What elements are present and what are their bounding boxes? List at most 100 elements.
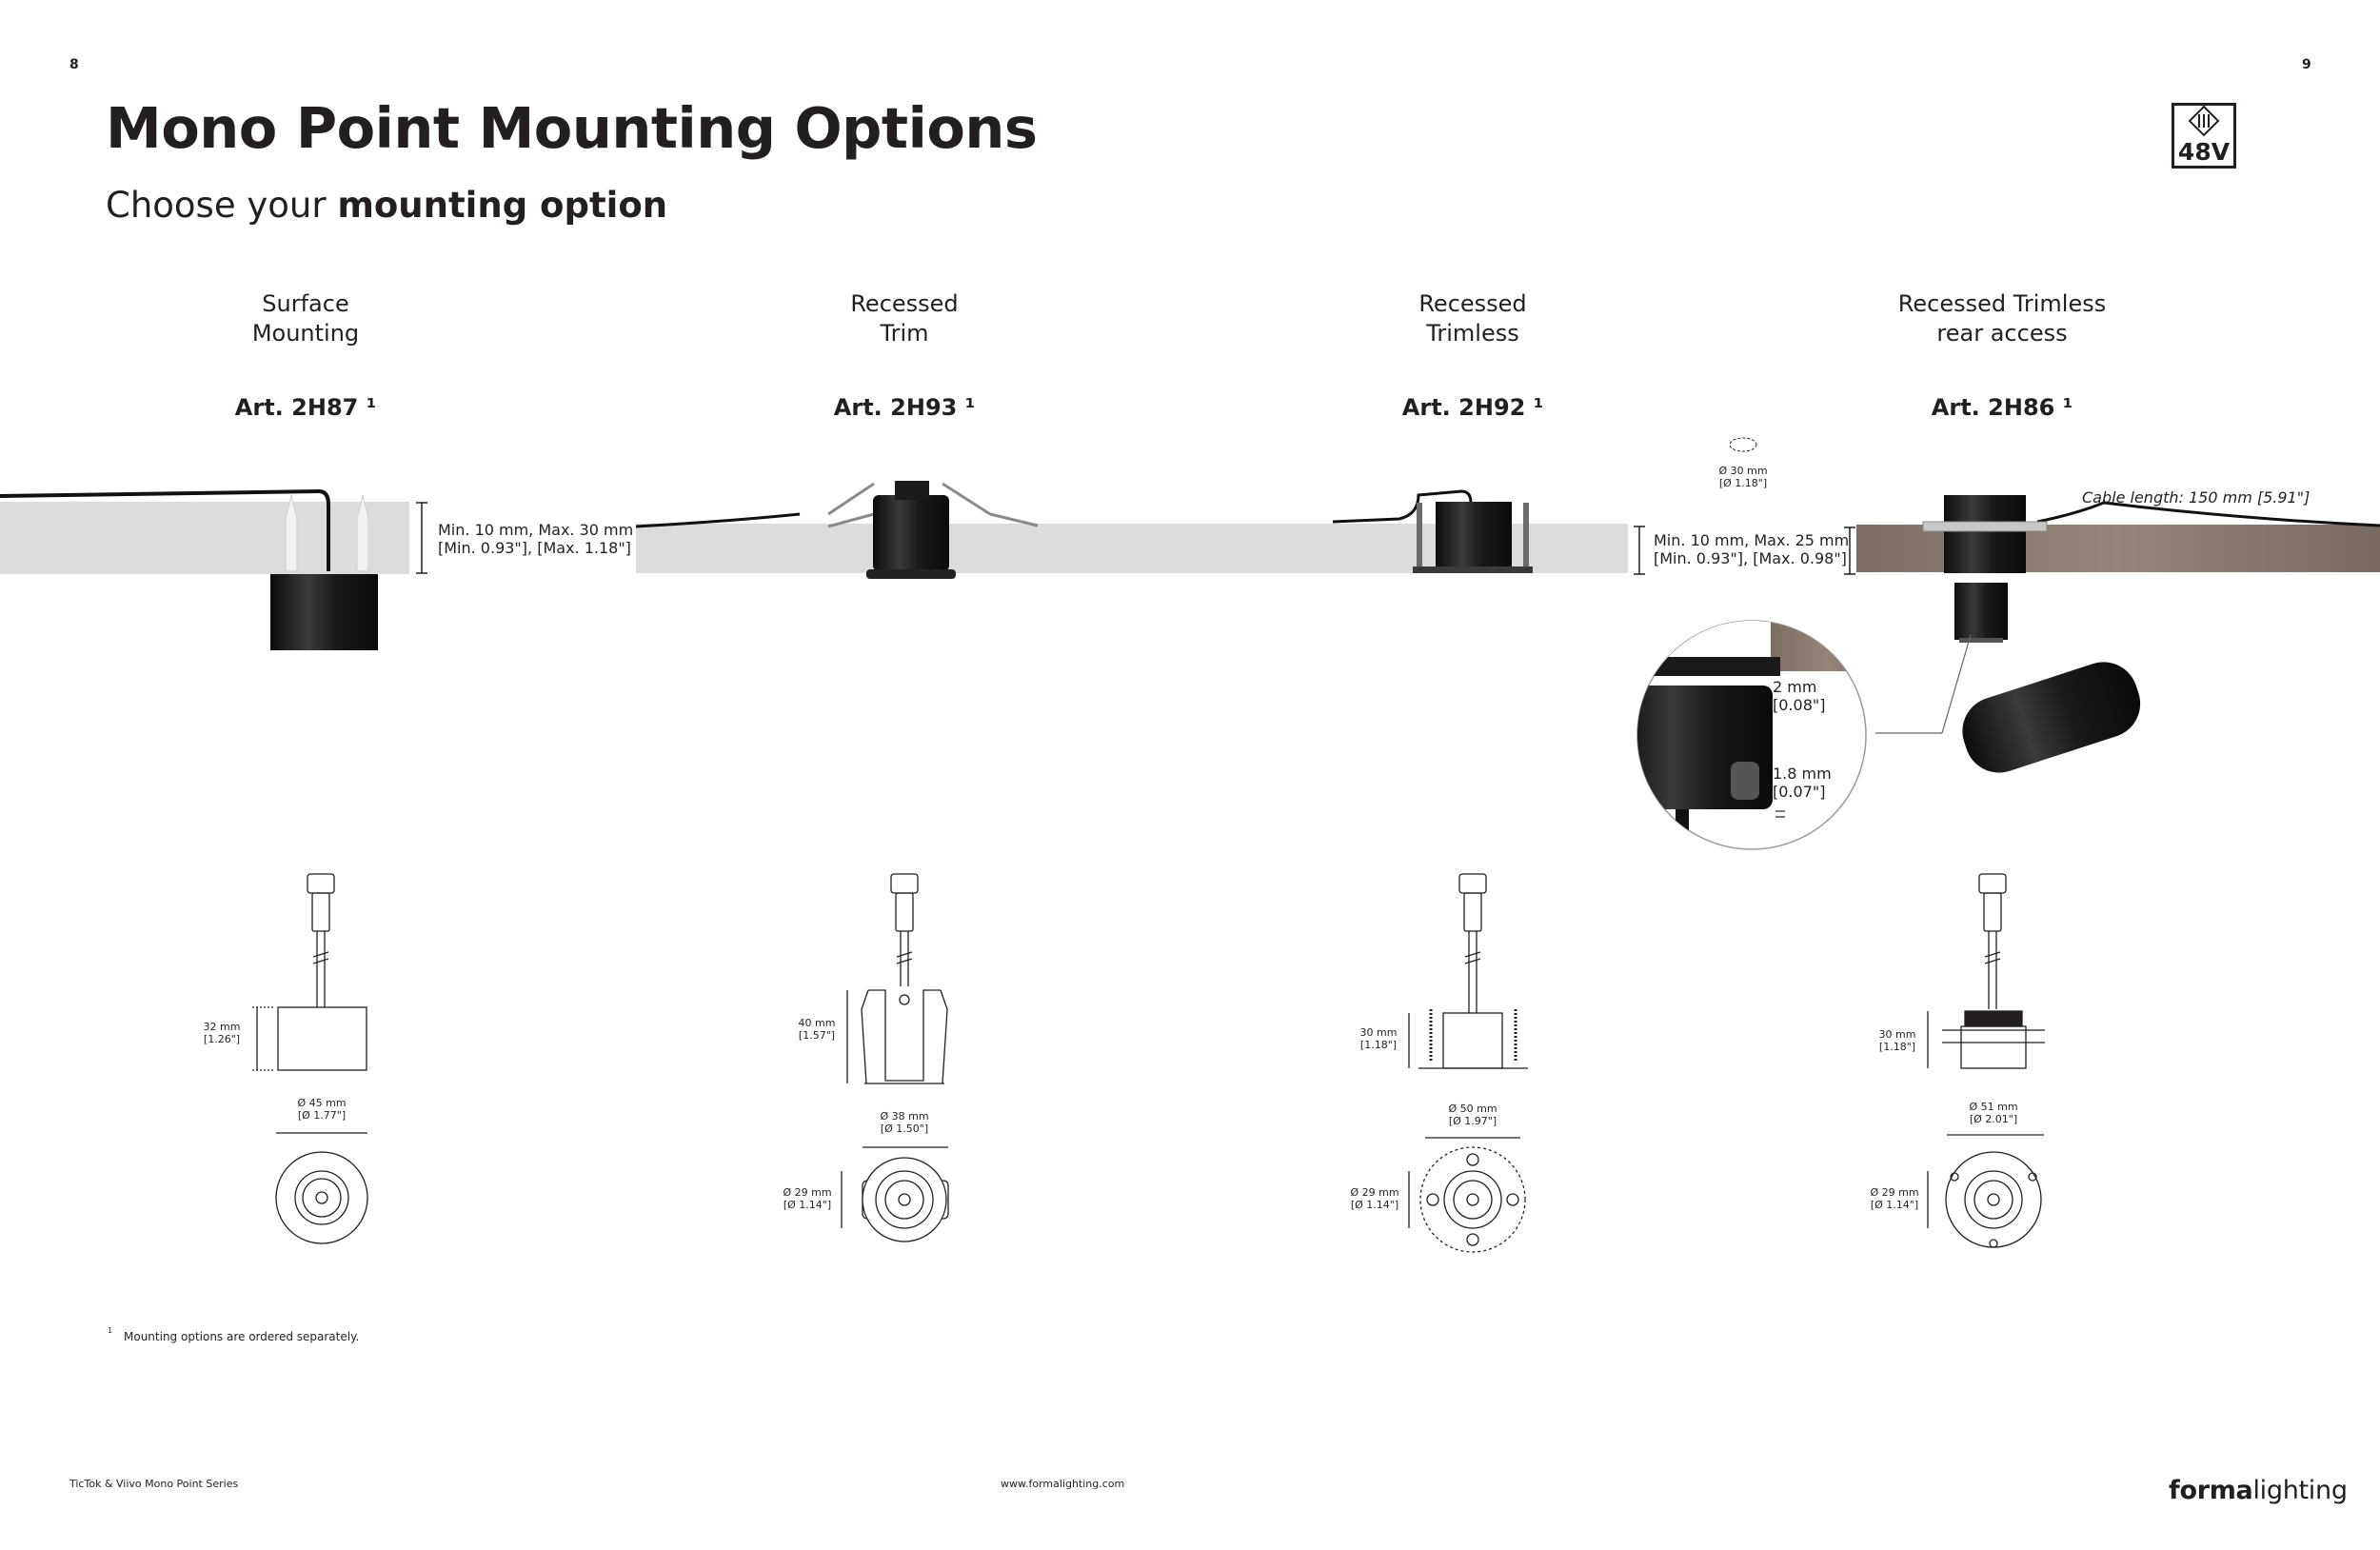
trim-ring — [866, 569, 956, 579]
fixture-body — [1436, 502, 1512, 568]
subtitle-plain: Choose your — [106, 185, 338, 226]
heading-line: Recessed — [850, 290, 959, 317]
spotlight-head — [1962, 662, 2141, 773]
badge-label: 48V — [2177, 138, 2231, 166]
diameter-dim: Ø 45 mm [Ø 1.77"] — [284, 1097, 360, 1122]
class-iii-icon — [2188, 105, 2220, 137]
dim-line: [Min. 0.93"], [Max. 1.18"] — [438, 539, 631, 557]
height-dim: 32 mm [1.26"] — [198, 1021, 246, 1045]
detail-dim-b: 1.8 mm [0.07"] — [1773, 765, 1832, 801]
dim-in: [Ø 1.18"] — [1718, 477, 1768, 489]
connector-drawing — [307, 873, 335, 1007]
fixture-body — [270, 574, 378, 650]
thickness-label: Min. 10 mm, Max. 30 mm [Min. 0.93"], [Ma… — [438, 521, 633, 557]
article-number: Art. 2H92 ¹ — [1401, 394, 1544, 421]
diameter-dim: Ø 50 mm [Ø 1.97"] — [1435, 1103, 1511, 1127]
technical-side-views — [252, 873, 2045, 1084]
dim-in: [1.18"] — [1359, 1039, 1398, 1051]
dim-mm: Ø 29 mm — [1350, 1186, 1399, 1199]
dim-in: [1.18"] — [1878, 1041, 1916, 1053]
dim-in: [Ø 2.01"] — [1969, 1113, 2018, 1125]
dim-in: [0.07"] — [1773, 783, 1826, 801]
page-subtitle: Choose your mounting option — [106, 185, 667, 226]
fixture-body — [873, 495, 949, 571]
surface-housing — [277, 1006, 367, 1071]
inner-diameter-dim: Ø 29 mm [Ø 1.14"] — [1866, 1186, 1923, 1211]
option-heading-rear-access: Recessed Trimless rear access — [1802, 289, 2202, 348]
dim-in: [1.57"] — [798, 1029, 836, 1042]
wood-panel — [1856, 525, 2380, 572]
heading-line: Recessed — [1418, 290, 1527, 317]
dim-mm: Ø 50 mm — [1448, 1103, 1497, 1115]
heading-line: Trimless — [1426, 320, 1519, 347]
voltage-badge: 48V — [2172, 103, 2236, 169]
surface-mounting-illustration — [0, 488, 427, 650]
connector-drawing — [890, 873, 919, 986]
logo-bold: forma — [2169, 1476, 2253, 1505]
technical-front-views — [275, 1132, 2044, 1253]
cable — [1332, 489, 1473, 524]
dim-line: Min. 10 mm, Max. 25 mm — [1654, 531, 1850, 549]
page-number-left: 8 — [69, 57, 79, 72]
spring-clip — [827, 482, 1039, 527]
recessed-trimless-illustration — [1045, 437, 1757, 575]
thickness-label: Min. 10 mm, Max. 25 mm [Min. 0.93"], [Ma… — [1654, 531, 1849, 567]
article-number: Art. 2H87 ¹ — [234, 394, 377, 421]
article-number: Art. 2H93 ¹ — [833, 394, 976, 421]
heading-line: Trim — [880, 320, 929, 347]
dim-in: [0.08"] — [1773, 696, 1826, 714]
diameter-dim: Ø 38 mm [Ø 1.50"] — [866, 1110, 942, 1135]
website-link[interactable]: www.formalighting.com — [1001, 1478, 1125, 1490]
cable — [0, 488, 330, 571]
forma-logo: formalighting — [2169, 1476, 2348, 1505]
detail-dim-a: 2 mm [0.08"] — [1773, 678, 1825, 714]
footer-series: TicTok & Viivo Mono Point Series — [69, 1478, 239, 1490]
heading-line: Mounting — [251, 320, 360, 347]
option-heading-recessed-trimless: Recessed Trimless — [1273, 289, 1673, 348]
dim-mm: 30 mm — [1878, 1028, 1916, 1041]
dim-in: [Ø 1.14"] — [1350, 1199, 1399, 1211]
dim-mm: Ø 29 mm — [1870, 1186, 1919, 1199]
cutout-icon — [1729, 437, 1757, 452]
cable — [2036, 501, 2380, 527]
cable — [635, 512, 801, 528]
height-dim: 40 mm [1.57"] — [792, 1017, 842, 1042]
height-dim: 30 mm [1.18"] — [1354, 1026, 1403, 1051]
connector-drawing — [1978, 873, 2007, 1009]
dim-mm: Ø 29 mm — [783, 1186, 832, 1199]
cutout-dim: Ø 30 mm [Ø 1.18"] — [1710, 465, 1776, 489]
recessed-trim-illustration — [635, 481, 1045, 579]
heading-line: Surface — [262, 290, 349, 317]
dim-mm: 32 mm — [203, 1021, 241, 1033]
diameter-dim: Ø 51 mm [Ø 2.01"] — [1955, 1101, 2032, 1125]
page-title: Mono Point Mounting Options — [106, 95, 1038, 161]
trimless-front — [1419, 1146, 1526, 1253]
height-dim: 30 mm [1.18"] — [1873, 1028, 1922, 1053]
inner-diameter-dim: Ø 29 mm [Ø 1.14"] — [779, 1186, 836, 1211]
trim-front — [862, 1157, 947, 1242]
dim-in: [Ø 1.50"] — [880, 1123, 929, 1135]
trimless-housing — [1442, 1012, 1503, 1069]
logo-light: lighting — [2252, 1476, 2348, 1505]
dim-mm: 2 mm — [1773, 678, 1817, 696]
heading-line: rear access — [1936, 320, 2068, 347]
option-heading-surface: Surface Mounting — [106, 289, 506, 348]
surface-front — [275, 1151, 368, 1244]
dim-in: [Ø 1.97"] — [1448, 1115, 1497, 1127]
dim-line: [Min. 0.93"], [Max. 0.98"] — [1654, 549, 1847, 567]
fixture-housing — [1944, 495, 2026, 573]
page-number-right: 9 — [2302, 57, 2311, 72]
wall-plug — [285, 494, 298, 572]
article-number: Art. 2H86 ¹ — [1931, 394, 2073, 421]
dim-in: [Ø 1.14"] — [1870, 1199, 1919, 1211]
inner-diameter-dim: Ø 29 mm [Ø 1.14"] — [1346, 1186, 1403, 1211]
option-heading-recessed-trim: Recessed Trim — [704, 289, 1104, 348]
dim-mm: 40 mm — [798, 1017, 836, 1029]
dim-mm: 1.8 mm — [1773, 765, 1832, 783]
detail-magnifier — [1636, 620, 1867, 850]
subtitle-bold: mounting option — [337, 185, 668, 226]
rear-access-front — [1945, 1151, 2042, 1248]
trim-housing — [868, 989, 941, 1082]
connector-drawing — [1458, 873, 1487, 1013]
